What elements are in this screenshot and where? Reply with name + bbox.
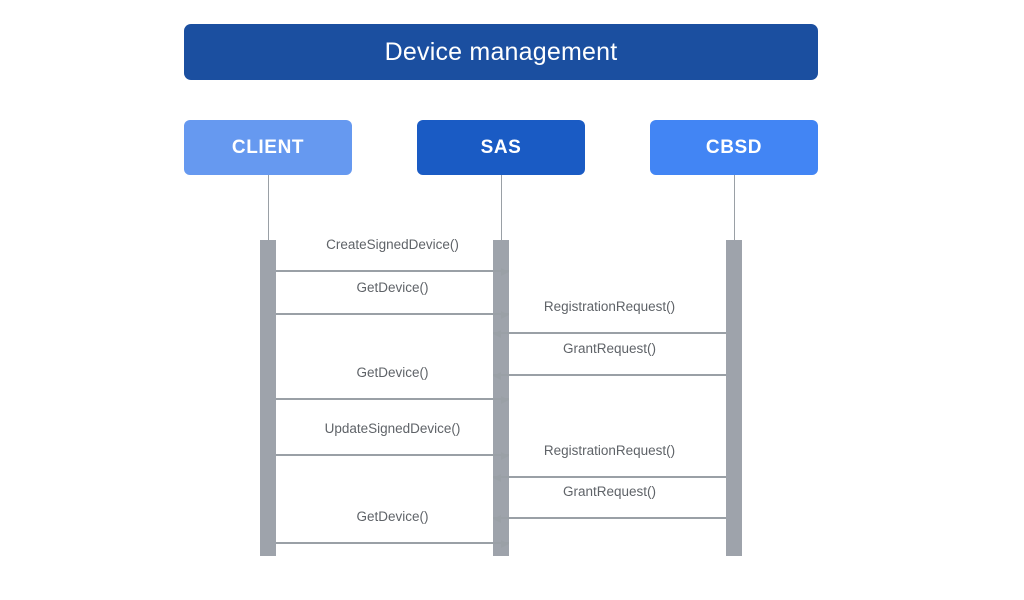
message-arrow-right-icon	[501, 267, 509, 276]
message-label: UpdateSignedDevice()	[324, 421, 461, 436]
message-arrow-right-icon	[501, 451, 509, 460]
actor-label-client: CLIENT	[231, 137, 305, 158]
page-title: Device management	[384, 37, 618, 66]
message-arrow-left-icon	[493, 473, 501, 482]
diagram-title-banner: Device management	[184, 24, 818, 80]
message-label: RegistrationRequest()	[543, 299, 676, 314]
message-label: GetDevice()	[356, 509, 429, 524]
actor-label-cbsd: CBSD	[705, 137, 763, 158]
message-line	[493, 332, 726, 334]
message-label: GrantRequest()	[562, 341, 657, 356]
message-row: RegistrationRequest()	[493, 299, 726, 338]
message-line	[493, 374, 726, 376]
actor-box-cbsd[interactable]: CBSD	[650, 120, 818, 175]
message-line	[276, 313, 509, 315]
message-line	[493, 476, 726, 478]
message-arrow-right-icon	[501, 310, 509, 319]
lifeline-client	[268, 175, 269, 240]
message-label: GetDevice()	[356, 365, 429, 380]
message-line	[276, 398, 509, 400]
message-line	[276, 542, 509, 544]
activation-bar-cbsd	[726, 240, 742, 556]
message-row: GetDevice()	[276, 280, 509, 319]
actor-label-sas: SAS	[480, 137, 522, 158]
message-row: GrantRequest()	[493, 341, 726, 380]
activation-bar-client	[260, 240, 276, 556]
message-row: GetDevice()	[276, 365, 509, 404]
message-arrow-left-icon	[493, 514, 501, 523]
message-label: GetDevice()	[356, 280, 429, 295]
actor-box-sas[interactable]: SAS	[417, 120, 585, 175]
message-arrow-left-icon	[493, 371, 501, 380]
message-row: UpdateSignedDevice()	[276, 421, 509, 460]
message-line	[493, 517, 726, 519]
lifeline-sas	[501, 175, 502, 240]
message-arrow-right-icon	[501, 395, 509, 404]
message-label: GrantRequest()	[562, 484, 657, 499]
message-row: GetDevice()	[276, 509, 509, 548]
message-arrow-left-icon	[493, 329, 501, 338]
actor-box-client[interactable]: CLIENT	[184, 120, 352, 175]
message-row: RegistrationRequest()	[493, 443, 726, 482]
message-arrow-right-icon	[501, 539, 509, 548]
message-label: RegistrationRequest()	[543, 443, 676, 458]
message-row: CreateSignedDevice()	[276, 237, 509, 276]
message-line	[276, 454, 509, 456]
message-row: GrantRequest()	[493, 484, 726, 523]
message-label: CreateSignedDevice()	[326, 237, 459, 252]
lifeline-cbsd	[734, 175, 735, 240]
message-line	[276, 270, 509, 272]
